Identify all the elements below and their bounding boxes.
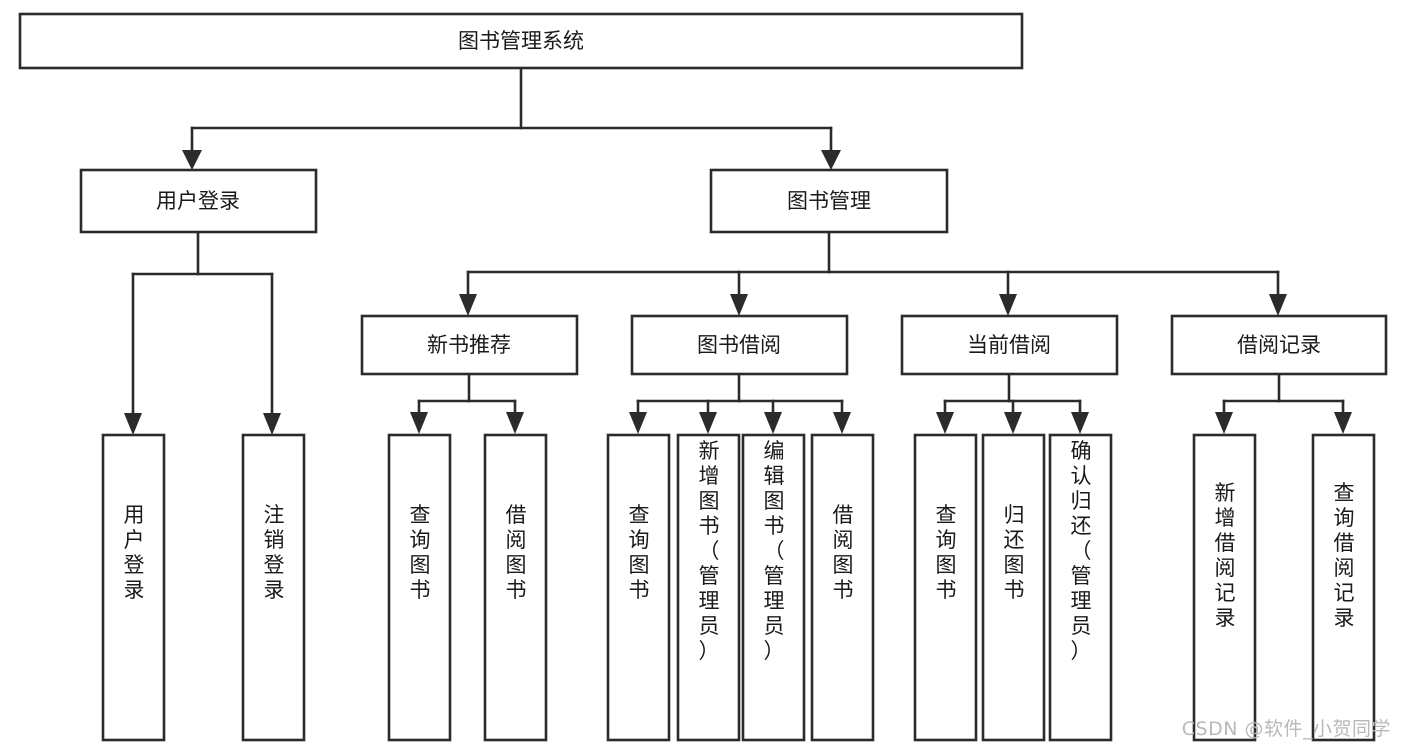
leaf-bookborrow-query[interactable]: 查询图书: [606, 433, 671, 742]
node-new-book-recommend-label: 新书推荐: [427, 333, 511, 357]
leaf-newbook-query-box[interactable]: [387, 433, 452, 742]
node-borrow-record[interactable]: 借阅记录: [1170, 314, 1388, 376]
node-root[interactable]: 图书管理系统: [18, 12, 1024, 70]
node-user-login-label: 用户登录: [156, 189, 240, 213]
arrowhead-leaf-bookborrow-1: [629, 412, 647, 434]
arrowhead-borrow-record: [1269, 294, 1287, 316]
leaf-currentborrow-return-box[interactable]: [981, 433, 1046, 742]
leaf-newbook-borrow-box[interactable]: [483, 433, 548, 742]
node-current-borrow[interactable]: 当前借阅: [900, 314, 1119, 376]
node-user-login-box[interactable]: [79, 168, 318, 234]
arrowhead-user-login: [182, 150, 202, 170]
leaf-borrowrecord-add[interactable]: 新增借阅记录: [1192, 433, 1257, 742]
arrowhead-current-borrow: [999, 294, 1017, 316]
arrowhead-leaf-borrowrecord-2: [1334, 412, 1352, 434]
node-user-login[interactable]: 用户登录: [79, 168, 318, 234]
node-book-borrow-label: 图书借阅: [697, 333, 781, 357]
node-book-management-label: 图书管理: [787, 189, 871, 213]
leaf-user-login-login[interactable]: 用户登录: [101, 433, 166, 742]
leaf-user-login-logout-box[interactable]: [241, 433, 306, 742]
leaf-user-login-logout-label: 注销登录: [264, 503, 285, 602]
arrowhead-leaf-user-login-2: [263, 413, 281, 435]
leaf-currentborrow-query-box[interactable]: [913, 433, 978, 742]
node-current-borrow-box[interactable]: [900, 314, 1119, 376]
node-book-borrow[interactable]: 图书借阅: [630, 314, 849, 376]
leaf-bookborrow-edit-label: 编辑图书（管理员）: [764, 439, 785, 663]
leaf-currentborrow-confirm-label: 确认归还（管理员）: [1071, 439, 1092, 663]
node-root-box[interactable]: [18, 12, 1024, 70]
leaf-bookborrow-borrow-label: 借阅图书: [833, 503, 854, 602]
arrowhead-leaf-newbook-1: [410, 412, 428, 434]
leaf-bookborrow-add-label: 新增图书（管理员）: [699, 439, 720, 663]
leaf-borrowrecord-query-label: 查询借阅记录: [1334, 481, 1355, 630]
leaf-currentborrow-confirm[interactable]: 确认归还（管理员）: [1048, 433, 1113, 742]
arrowhead-leaf-newbook-2: [506, 412, 524, 434]
leaf-newbook-query[interactable]: 查询图书: [387, 433, 452, 742]
arrowhead-leaf-currentborrow-3: [1071, 412, 1089, 434]
node-current-borrow-label: 当前借阅: [967, 333, 1051, 357]
arrowhead-leaf-borrowrecord-1: [1215, 412, 1233, 434]
arrowhead-leaf-currentborrow-2: [1004, 412, 1022, 434]
arrowhead-book-mgmt: [821, 150, 841, 170]
leaf-newbook-borrow[interactable]: 借阅图书: [483, 433, 548, 742]
leaf-bookborrow-borrow-box[interactable]: [810, 433, 875, 742]
leaf-currentborrow-query[interactable]: 查询图书: [913, 433, 978, 742]
node-root-label: 图书管理系统: [458, 29, 584, 53]
node-new-book-recommend-box[interactable]: [360, 314, 579, 376]
leaf-bookborrow-edit-box[interactable]: [741, 433, 806, 742]
leaf-user-login-login-box[interactable]: [101, 433, 166, 742]
leaf-currentborrow-confirm-box[interactable]: [1048, 433, 1113, 742]
leaf-bookborrow-edit[interactable]: 编辑图书（管理员）: [741, 433, 806, 742]
leaf-user-login-logout[interactable]: 注销登录: [241, 433, 306, 742]
node-book-management[interactable]: 图书管理: [709, 168, 949, 234]
arrowhead-leaf-bookborrow-2: [699, 412, 717, 434]
leaf-bookborrow-borrow[interactable]: 借阅图书: [810, 433, 875, 742]
leaf-bookborrow-add-box[interactable]: [676, 433, 741, 742]
leaf-newbook-query-label: 查询图书: [410, 503, 431, 602]
leaf-borrowrecord-add-box[interactable]: [1192, 433, 1257, 742]
leaf-bookborrow-query-label: 查询图书: [629, 503, 650, 602]
leaf-borrowrecord-query[interactable]: 查询借阅记录: [1311, 433, 1376, 742]
arrowhead-leaf-bookborrow-4: [833, 412, 851, 434]
arrowhead-leaf-bookborrow-3: [764, 412, 782, 434]
leaf-currentborrow-return-label: 归还图书: [1004, 503, 1025, 602]
node-book-borrow-box[interactable]: [630, 314, 849, 376]
leaf-borrowrecord-add-label: 新增借阅记录: [1215, 481, 1236, 630]
arrowhead-new-book: [459, 294, 477, 316]
leaf-borrowrecord-query-box[interactable]: [1311, 433, 1376, 742]
leaf-bookborrow-query-box[interactable]: [606, 433, 671, 742]
connectors: [124, 66, 1352, 435]
leaf-user-login-login-label: 用户登录: [124, 503, 145, 602]
node-borrow-record-label: 借阅记录: [1237, 333, 1321, 357]
leaf-currentborrow-query-label: 查询图书: [936, 503, 957, 602]
node-new-book-recommend[interactable]: 新书推荐: [360, 314, 579, 376]
node-book-management-box[interactable]: [709, 168, 949, 234]
leaf-currentborrow-return[interactable]: 归还图书: [981, 433, 1046, 742]
arrowhead-leaf-user-login-1: [124, 413, 142, 435]
leaf-bookborrow-add[interactable]: 新增图书（管理员）: [676, 433, 741, 742]
leaf-newbook-borrow-label: 借阅图书: [506, 503, 527, 602]
node-borrow-record-box[interactable]: [1170, 314, 1388, 376]
arrowhead-leaf-currentborrow-1: [936, 412, 954, 434]
arrowhead-book-borrow: [730, 294, 748, 316]
